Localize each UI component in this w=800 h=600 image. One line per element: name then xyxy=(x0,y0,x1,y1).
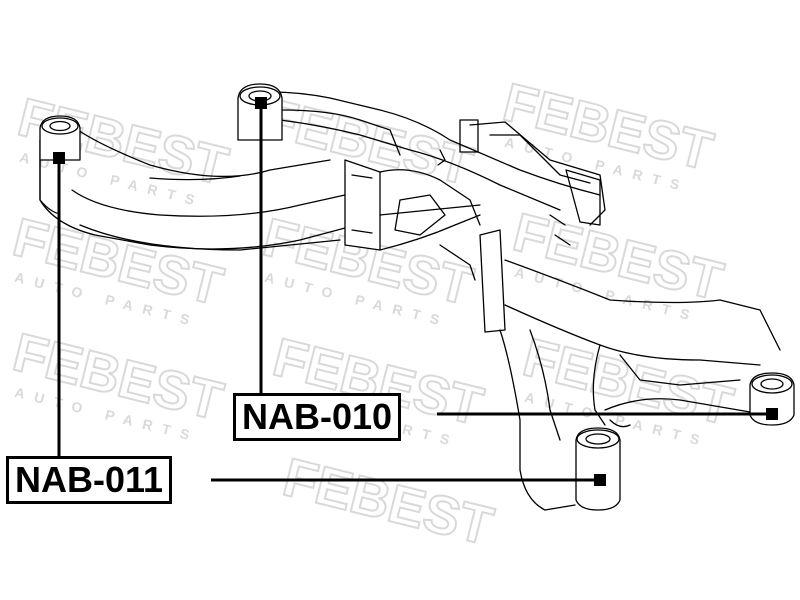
part-label-nab-010: NAB-010 xyxy=(233,393,402,441)
marker-nab-011-right xyxy=(594,474,606,486)
subframe-drawing xyxy=(39,83,795,511)
leader-endpoints xyxy=(53,97,778,486)
part-label-nab-011: NAB-011 xyxy=(6,456,173,504)
bushing-right-lower xyxy=(575,427,621,511)
marker-nab-010-right xyxy=(766,408,778,420)
right-subframe-body xyxy=(479,229,781,511)
marker-nab-011-top xyxy=(53,152,65,164)
right-bracket xyxy=(437,119,606,246)
marker-nab-010-top xyxy=(255,97,267,109)
left-trailing-arm xyxy=(39,129,346,251)
bushing-right-rear xyxy=(749,372,795,426)
watermark-brand: FEBEST xyxy=(277,447,498,557)
leader-lines xyxy=(57,103,772,482)
bushing-left-top xyxy=(39,115,81,215)
cross-member xyxy=(269,91,601,281)
